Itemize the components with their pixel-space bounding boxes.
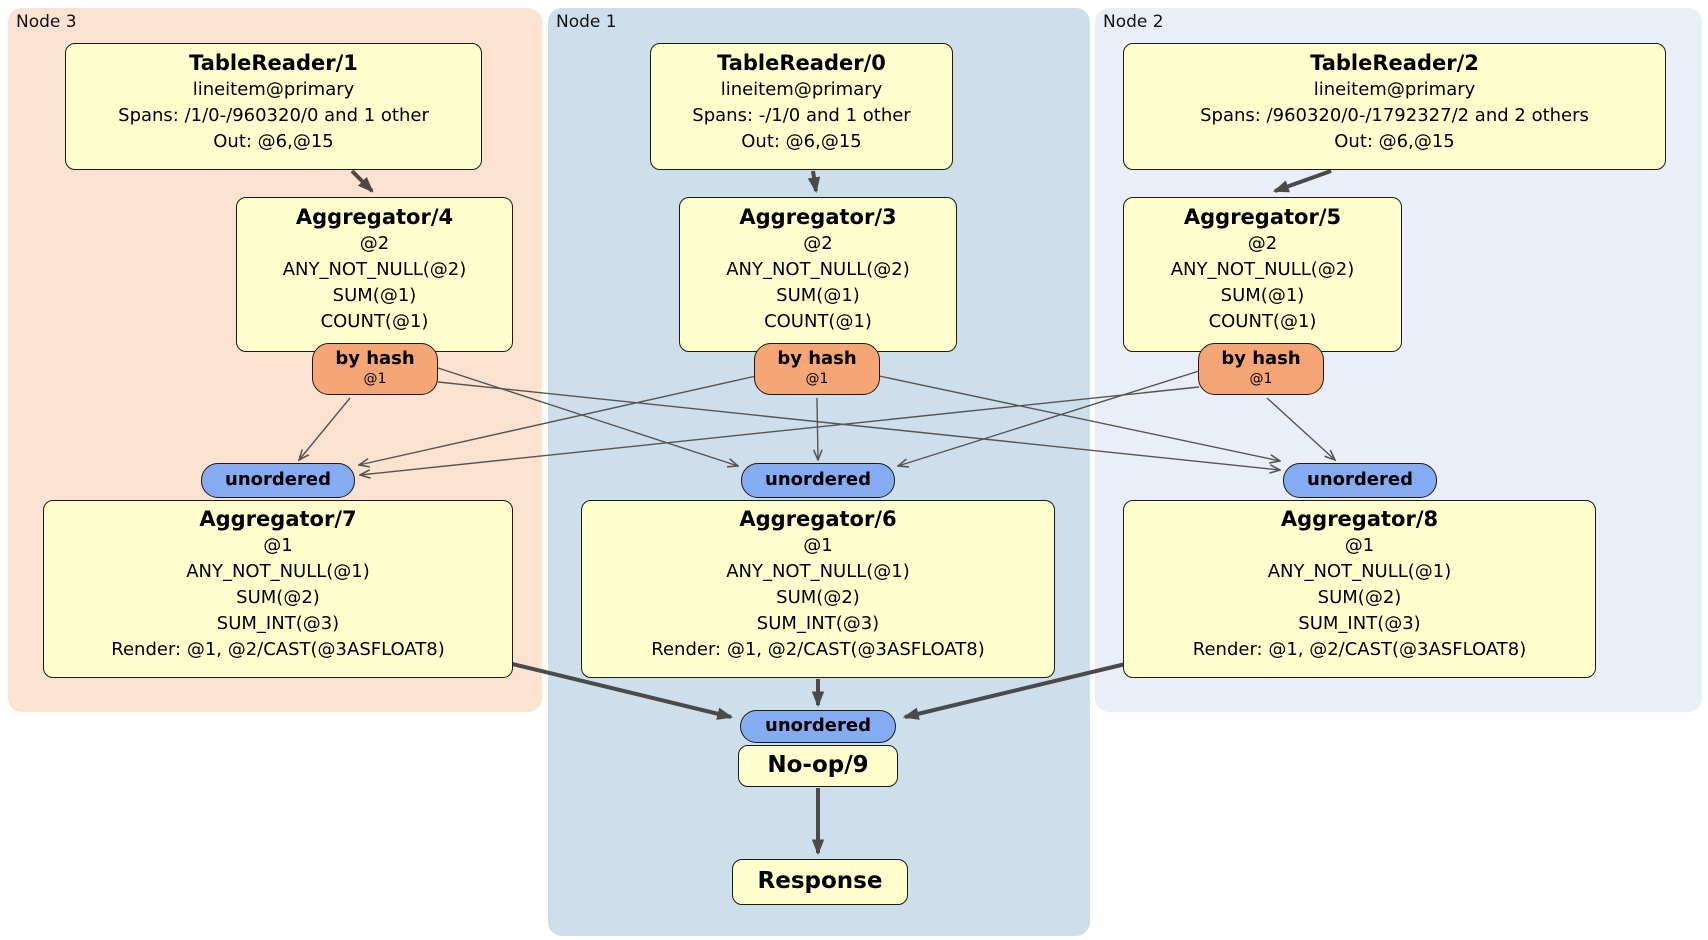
tablereader-0-title: TableReader/0 <box>717 51 886 75</box>
aggregator-6-render: Render: @1, @2/CAST(@3ASFLOAT8) <box>651 639 985 660</box>
hash-router-4-key: @1 <box>363 371 387 387</box>
tablereader-1-index: lineitem@primary <box>192 79 355 100</box>
noop-9-box: No-op/9 <box>738 745 898 787</box>
unordered-sync-7: unordered <box>201 463 355 498</box>
aggregator-7-render: Render: @1, @2/CAST(@3ASFLOAT8) <box>111 639 445 660</box>
aggregator-8-fn2: SUM(@2) <box>1317 587 1402 608</box>
aggregator-5-box: Aggregator/5 @2 ANY_NOT_NULL(@2) SUM(@1)… <box>1123 197 1402 352</box>
tablereader-1-title: TableReader/1 <box>189 51 358 75</box>
aggregator-8-fn3: SUM_INT(@3) <box>1298 613 1421 634</box>
aggregator-5-fn2: SUM(@1) <box>1220 285 1305 306</box>
aggregator-6-fn2: SUM(@2) <box>776 587 860 608</box>
aggregator-4-fn3: COUNT(@1) <box>320 311 429 332</box>
aggregator-8-fn1: ANY_NOT_NULL(@1) <box>1267 561 1452 582</box>
tablereader-1-box: TableReader/1 lineitem@primary Spans: /1… <box>65 43 482 170</box>
tablereader-2-box: TableReader/2 lineitem@primary Spans: /9… <box>1123 43 1666 170</box>
unordered-sync-6: unordered <box>741 463 895 498</box>
aggregator-6-box: Aggregator/6 @1 ANY_NOT_NULL(@1) SUM(@2)… <box>581 500 1055 678</box>
hash-router-5-key: @1 <box>1249 371 1273 387</box>
hash-router-3: by hash @1 <box>754 343 880 395</box>
aggregator-4-box: Aggregator/4 @2 ANY_NOT_NULL(@2) SUM(@1)… <box>236 197 513 352</box>
node3-label: Node 3 <box>16 12 77 32</box>
aggregator-7-fn2: SUM(@2) <box>236 587 320 608</box>
tablereader-2-spans: Spans: /960320/0-/1792327/2 and 2 others <box>1200 105 1589 126</box>
aggregator-3-fn2: SUM(@1) <box>776 285 860 306</box>
aggregator-6-fn3: SUM_INT(@3) <box>756 613 880 634</box>
aggregator-3-title: Aggregator/3 <box>739 205 897 229</box>
aggregator-5-fn3: COUNT(@1) <box>1208 311 1317 332</box>
tablereader-2-out: Out: @6,@15 <box>1334 131 1455 152</box>
aggregator-3-fn3: COUNT(@1) <box>764 311 872 332</box>
hash-router-4: by hash @1 <box>312 343 438 395</box>
aggregator-3-box: Aggregator/3 @2 ANY_NOT_NULL(@2) SUM(@1)… <box>679 197 957 352</box>
hash-router-5-label: by hash <box>1221 348 1301 369</box>
aggregator-8-group: @1 <box>1344 535 1375 556</box>
aggregator-4-fn1: ANY_NOT_NULL(@2) <box>282 259 467 280</box>
aggregator-8-title: Aggregator/8 <box>1280 507 1439 531</box>
aggregator-7-box: Aggregator/7 @1 ANY_NOT_NULL(@1) SUM(@2)… <box>43 500 513 678</box>
aggregator-3-group: @2 <box>803 233 833 254</box>
hash-router-3-key: @1 <box>805 371 829 387</box>
aggregator-8-box: Aggregator/8 @1 ANY_NOT_NULL(@1) SUM(@2)… <box>1123 500 1596 678</box>
aggregator-7-group: @1 <box>263 535 293 556</box>
tablereader-1-spans: Spans: /1/0-/960320/0 and 1 other <box>118 105 429 126</box>
aggregator-6-fn1: ANY_NOT_NULL(@1) <box>726 561 910 582</box>
tablereader-0-box: TableReader/0 lineitem@primary Spans: -/… <box>650 43 953 170</box>
aggregator-5-title: Aggregator/5 <box>1183 205 1342 229</box>
aggregator-5-group: @2 <box>1247 233 1278 254</box>
aggregator-5-fn1: ANY_NOT_NULL(@2) <box>1170 259 1355 280</box>
aggregator-4-fn2: SUM(@1) <box>332 285 417 306</box>
aggregator-6-group: @1 <box>803 535 833 556</box>
aggregator-7-title: Aggregator/7 <box>199 507 357 531</box>
tablereader-0-spans: Spans: -/1/0 and 1 other <box>692 105 911 126</box>
aggregator-7-fn3: SUM_INT(@3) <box>216 613 340 634</box>
aggregator-6-title: Aggregator/6 <box>739 507 897 531</box>
tablereader-2-title: TableReader/2 <box>1310 51 1479 75</box>
aggregator-3-fn1: ANY_NOT_NULL(@2) <box>726 259 910 280</box>
node1-label: Node 1 <box>556 12 617 32</box>
hash-router-4-label: by hash <box>335 348 415 369</box>
aggregator-7-fn1: ANY_NOT_NULL(@1) <box>186 561 370 582</box>
tablereader-0-out: Out: @6,@15 <box>741 131 862 152</box>
tablereader-1-out: Out: @6,@15 <box>213 131 334 152</box>
tablereader-2-index: lineitem@primary <box>1313 79 1476 100</box>
aggregator-4-title: Aggregator/4 <box>295 205 454 229</box>
hash-router-3-label: by hash <box>777 348 857 369</box>
aggregator-4-group: @2 <box>359 233 390 254</box>
hash-router-5: by hash @1 <box>1198 343 1324 395</box>
unordered-sync-final: unordered <box>740 710 896 743</box>
response-box: Response <box>732 859 908 905</box>
tablereader-0-index: lineitem@primary <box>720 79 883 100</box>
unordered-sync-8: unordered <box>1283 463 1437 498</box>
aggregator-8-render: Render: @1, @2/CAST(@3ASFLOAT8) <box>1192 639 1527 660</box>
node2-label: Node 2 <box>1103 12 1164 32</box>
